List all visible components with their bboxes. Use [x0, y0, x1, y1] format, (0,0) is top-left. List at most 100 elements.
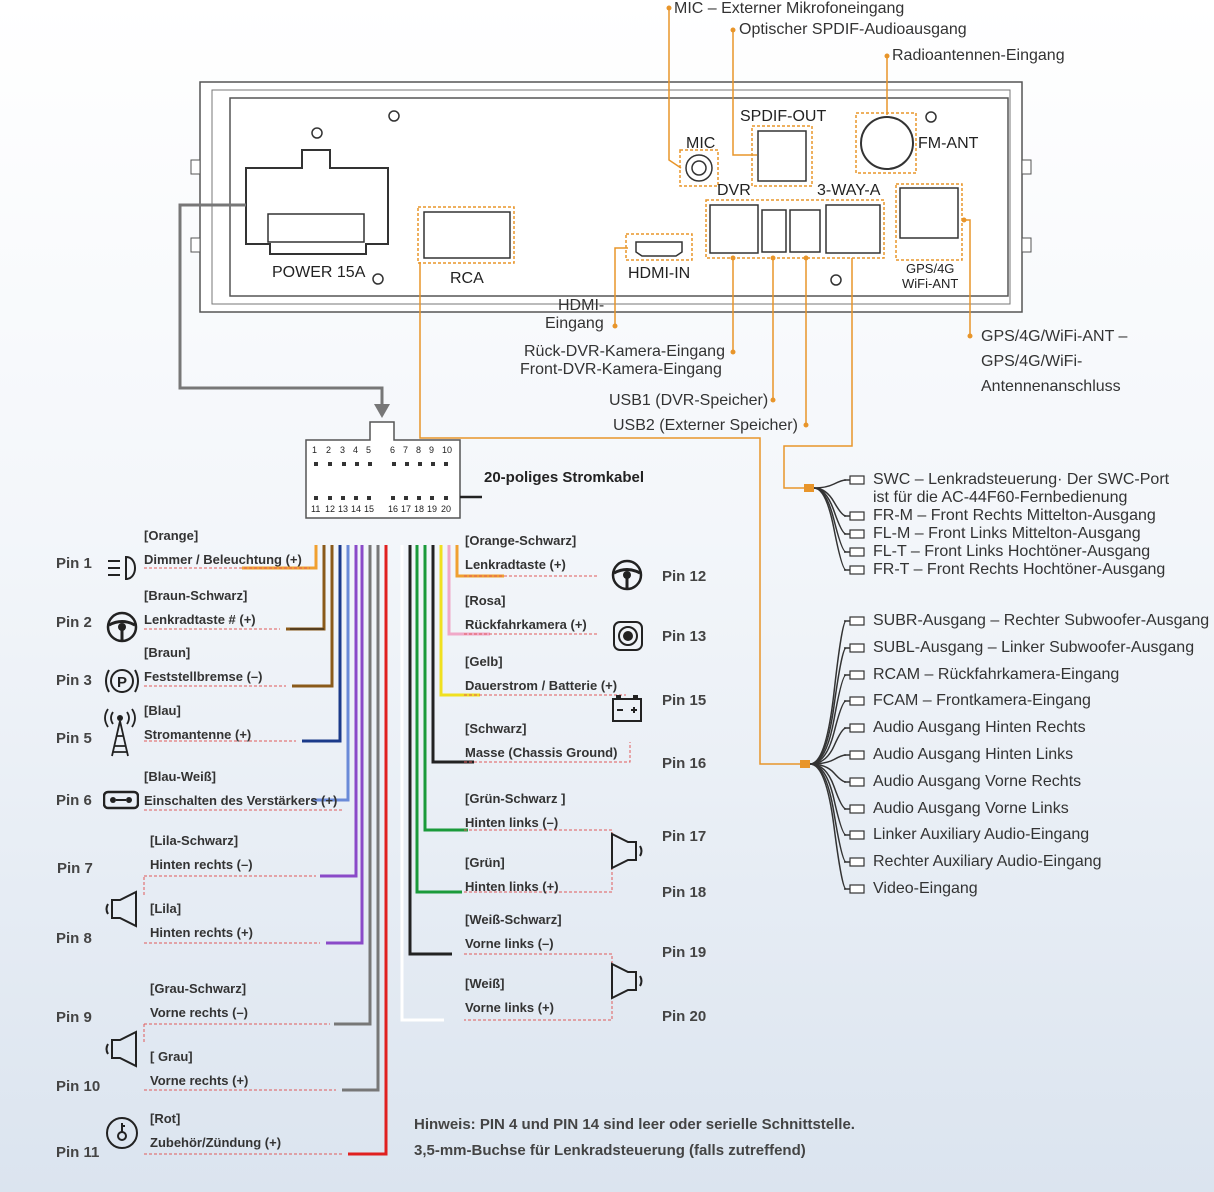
gps-label-1: GPS/4G/WiFi-ANT –: [981, 328, 1128, 345]
connector-pin-hole: [444, 496, 448, 500]
connector-pin-hole: [342, 462, 346, 466]
rca-plug-tip: [844, 529, 865, 539]
connector-pin-hole: [355, 462, 359, 466]
rca-plug-tip: [844, 777, 865, 787]
amplifier-icon: [103, 790, 139, 810]
rca-plug-tip: [844, 643, 865, 653]
rca-plug-tip: [844, 857, 865, 867]
right-pin-color: [Weiß]: [465, 976, 505, 991]
connector-bottom-pin: 13: [338, 504, 349, 514]
swc-bundle-wire: [813, 479, 847, 489]
swc-output-label: FL-M – Front Links Mittelton-Ausgang: [873, 525, 1141, 542]
radio-label: Radioantennen-Eingang: [892, 47, 1065, 64]
spdif-port-label: SPDIF-OUT: [740, 108, 827, 125]
right-pin-color: [Schwarz]: [465, 721, 527, 736]
connector-top-pin: 1: [312, 445, 318, 455]
rca-output-label: Rechter Auxiliary Audio-Eingang: [873, 853, 1102, 870]
spdif-label: Optischer SPDIF-Audioausgang: [739, 21, 967, 38]
left-pin-function: Vorne rechts (–): [150, 1005, 249, 1020]
left-pin-function: Hinten rechts (–): [150, 857, 253, 872]
connector-pin-hole: [405, 462, 409, 466]
note-swc-jack: 3,5-mm-Buchse für Lenkradsteuerung (fall…: [414, 1142, 806, 1159]
speaker-icon-left-rear: [105, 890, 137, 928]
connector-pin-hole: [328, 462, 332, 466]
mic-port-label: MIC: [686, 135, 716, 152]
rca-plug-tip: [844, 565, 865, 575]
gps-label-2: GPS/4G/WiFi-: [981, 353, 1083, 370]
rca-plug-tip: [844, 547, 865, 557]
ignition-key-icon: [106, 1117, 138, 1149]
right-pin-color: [Weiß-Schwarz]: [465, 912, 562, 927]
left-pin-color: [Blau]: [144, 703, 181, 718]
right-pin-number: Pin 17: [662, 828, 707, 845]
connector-top-pin: 4: [353, 445, 359, 455]
rca-bundle-wire: [809, 763, 847, 783]
rca-output-label: RCAM – Rückfahrkamera-Eingang: [873, 666, 1120, 683]
right-pin-color: [Grün-Schwarz ]: [465, 791, 566, 806]
power-arrow: [178, 203, 390, 418]
left-pin-color: [ Grau]: [150, 1049, 193, 1064]
left-pin-number: Pin 2: [56, 614, 92, 631]
swc-plug: [804, 484, 814, 492]
connector-top-pin: 5: [366, 445, 372, 455]
right-pin-color: [Orange-Schwarz]: [465, 533, 577, 548]
rca-bundle-wire: [809, 763, 847, 890]
right-pin-color: [Grün]: [465, 855, 505, 870]
right-pin-function: Masse (Chassis Ground): [465, 745, 618, 760]
gps-port-label-1: GPS/4G: [906, 261, 955, 276]
right-pin-number: Pin 15: [662, 692, 707, 709]
rca-output-label: SUBR-Ausgang – Rechter Subwoofer-Ausgang: [873, 612, 1210, 629]
connector-pin-hole: [417, 496, 421, 500]
rca-plug-tip: [844, 511, 865, 521]
rca-plug-tip: [844, 750, 865, 760]
left-pin-function: Feststellbremse (–): [144, 669, 263, 684]
left-pin-color: [Orange]: [144, 528, 199, 543]
steering-wheel-icon: [106, 611, 138, 643]
usb2-label: USB2 (Externer Speicher): [613, 417, 798, 434]
left-pin-number: Pin 3: [56, 672, 92, 689]
swc-output-label: ist für die AC-44F60-Fernbedienung: [873, 489, 1128, 506]
left-pin-color: [Rot]: [150, 1111, 181, 1126]
left-pin-number: Pin 8: [56, 930, 92, 947]
speaker-icon-left-front: [105, 1030, 137, 1068]
rca-bundle-wire: [809, 674, 847, 765]
connector-pin-hole: [418, 462, 422, 466]
rca-bundle-wire: [809, 620, 847, 765]
swc-output-label: FR-M – Front Rechts Mittelton-Ausgang: [873, 507, 1156, 524]
rca-output-label: Video-Eingang: [873, 880, 978, 897]
left-pin-color: [Grau-Schwarz]: [150, 981, 247, 996]
20-pin-connector: [305, 421, 482, 519]
right-pin-function: Rückfahrkamera (+): [465, 617, 587, 632]
rca-bundle-wire: [809, 727, 847, 765]
right-pin-function: Vorne links (–): [465, 936, 554, 951]
connector-pin-hole: [314, 462, 318, 466]
swc-output-label: SWC – Lenkradsteuerung· Der SWC-Port: [873, 471, 1170, 488]
rca-port-label: RCA: [450, 270, 484, 287]
right-pin-color: [Gelb]: [465, 654, 503, 669]
threeway-port-label: 3-WAY-A: [817, 182, 881, 199]
connector-pin-hole: [314, 496, 318, 500]
rca-bundle-wire: [809, 763, 847, 810]
connector-top-pin: 2: [326, 445, 332, 455]
connector-pin-hole: [431, 462, 435, 466]
note-pin4-pin14: Hinweis: PIN 4 und PIN 14 sind leer oder…: [414, 1116, 855, 1133]
connector-top-pin: 7: [403, 445, 409, 455]
dvr-rear-label: Rück-DVR-Kamera-Eingang: [524, 343, 725, 360]
connector-bottom-pin: 12: [325, 504, 336, 514]
connector-pin-hole: [368, 462, 372, 466]
rca-plug-tip: [844, 696, 865, 706]
gps-label-3: Antennenanschluss: [981, 378, 1121, 395]
swc-bundle-wire: [813, 487, 847, 571]
left-pin-color: [Braun]: [144, 645, 191, 660]
connector-pin-hole: [404, 496, 408, 500]
connector-top-pin: 10: [442, 445, 453, 455]
right-pin-function: Dauerstrom / Batterie (+): [465, 678, 618, 693]
swc-output-label: FR-T – Front Rechts Hochtöner-Ausgang: [873, 561, 1166, 578]
left-pin-function: Einschalten des Verstärkers (+): [144, 793, 338, 808]
connector-pin-hole: [392, 462, 396, 466]
connector-top-pin: 8: [416, 445, 422, 455]
rca-bundle-wire: [809, 754, 847, 765]
rca-plug-tip: [844, 830, 865, 840]
hdmi-label-2: Eingang: [545, 315, 604, 332]
left-pin-number: Pin 9: [56, 1009, 92, 1026]
